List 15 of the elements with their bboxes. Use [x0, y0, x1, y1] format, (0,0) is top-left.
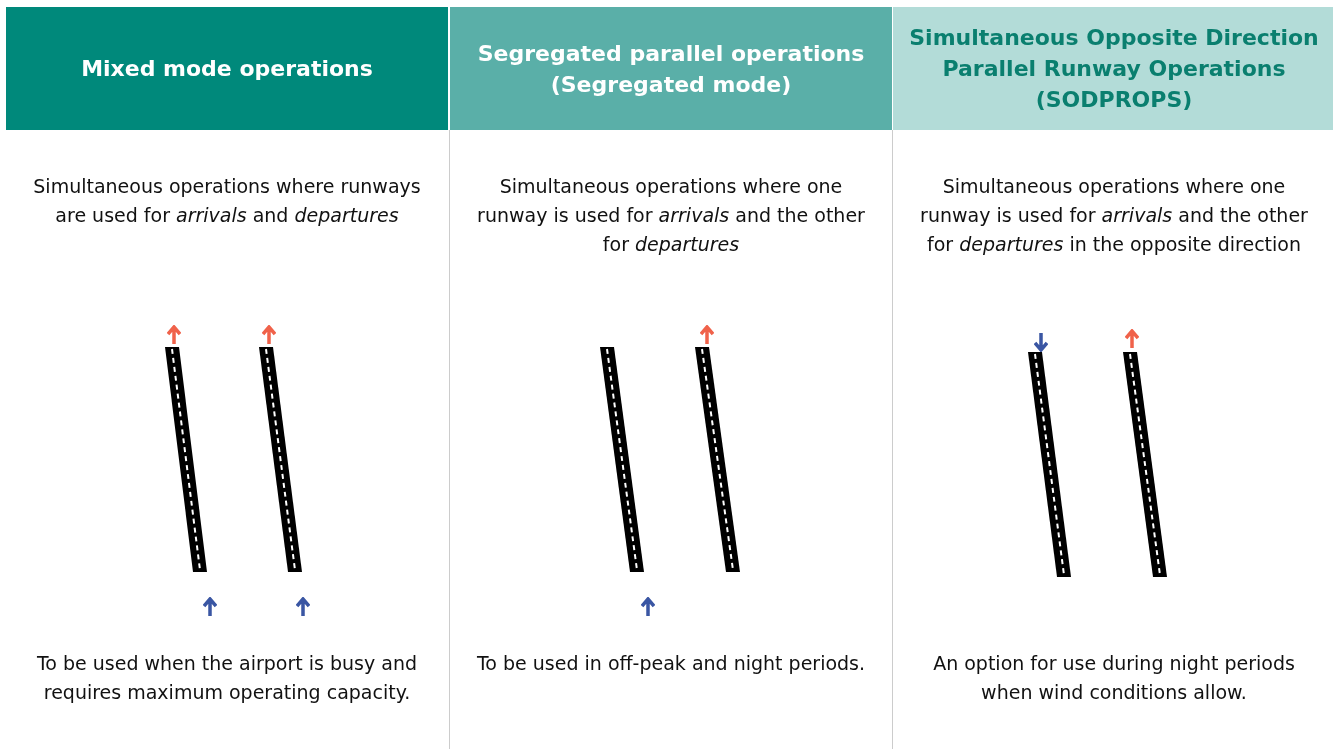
column-heading: Mixed mode operations: [80, 55, 374, 83]
column-heading: Segregated parallel operations (Segregated mode): [476, 39, 866, 99]
runway-strip: [1027, 352, 1072, 577]
usage-note: An option for use during night periods when wind conditions allow.: [932, 651, 1296, 705]
runway-strip: [599, 347, 645, 572]
runway-strip: [258, 347, 303, 572]
runway-strip: [164, 347, 208, 572]
usage-note: To be used when the airport is busy and requires maximum operating capacity.: [35, 651, 419, 705]
description-text: Simultaneous operations where one runway is used for arrivals and the other for departures: [476, 174, 866, 257]
description-text: Simultaneous operations where one runway is used for arrivals and the other for departures in the opposite direction: [919, 174, 1309, 257]
description-text: Simultaneous operations where runways are used for arrivals and departures: [32, 174, 422, 228]
runway-strip: [1122, 352, 1168, 577]
usage-note: To be used in off-peak and night periods.: [475, 651, 867, 676]
runway-strip: [694, 347, 741, 572]
column-heading: Simultaneous Opposite Direction Parallel Runway Operations (SODPROPS): [908, 24, 1320, 114]
